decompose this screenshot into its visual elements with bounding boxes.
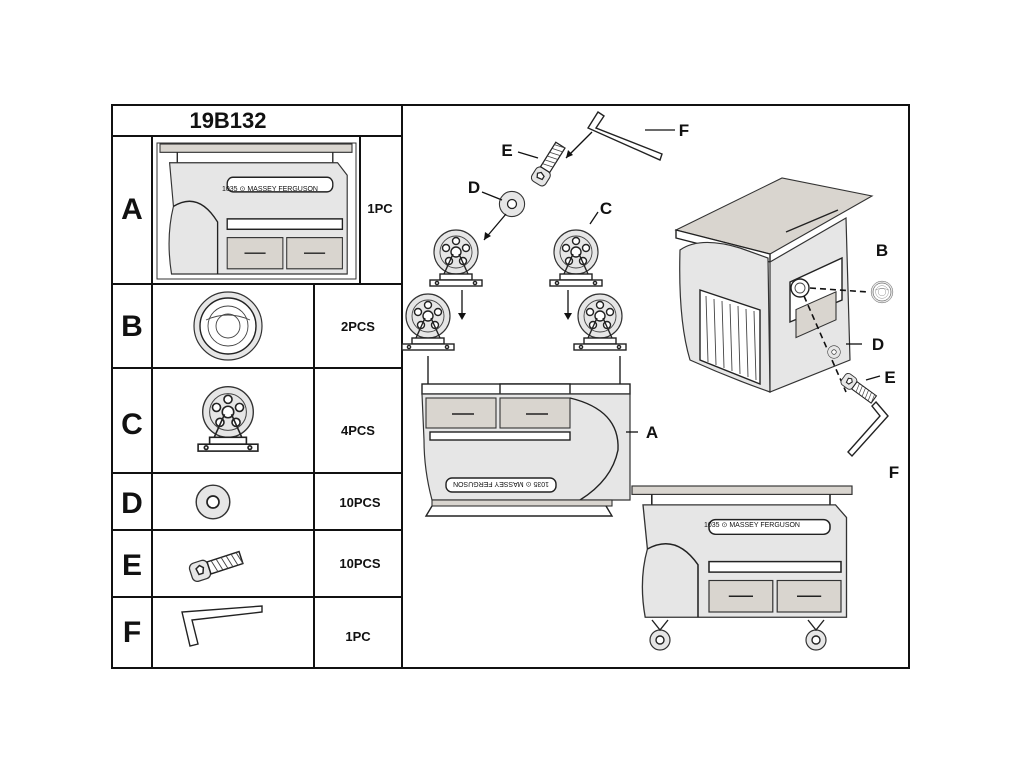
console-table-icon: 1035 ⊙ MASSEY FERGUSON xyxy=(156,142,357,280)
part-letter-b: B xyxy=(121,310,143,343)
washer-illustration-right xyxy=(827,345,841,359)
callout-right-f: F xyxy=(889,463,899,482)
part-qty-d: 10PCS xyxy=(339,495,381,510)
model-code: 19B132 xyxy=(189,108,266,133)
part-qty-f: 1PC xyxy=(345,629,371,644)
part-letter-f: F xyxy=(123,616,141,649)
part-qty-c: 4PCS xyxy=(341,423,375,438)
parts-list: A 1035 ⊙ MASSEY FERGUSON 1PC B 2PCS C 4P… xyxy=(121,142,393,649)
callout-right-d: D xyxy=(872,335,884,354)
headlight-cap-icon xyxy=(193,291,263,361)
nameplate-inverted: 1035 ⊙ MASSEY FERGUSON xyxy=(453,480,549,487)
caster-illustration-4 xyxy=(573,293,627,351)
callout-right-e: E xyxy=(884,368,895,387)
headlight-cap-illustration xyxy=(870,280,894,304)
part-qty-a: 1PC xyxy=(367,201,393,216)
isometric-console-illustration xyxy=(674,177,874,393)
washer-illustration xyxy=(498,190,526,218)
part-letter-c: C xyxy=(121,408,143,441)
assembly-diagram: F E D C xyxy=(401,111,899,651)
part-qty-b: 2PCS xyxy=(341,319,375,334)
allen-key-illustration-right xyxy=(847,400,889,458)
part-letter-a: A xyxy=(121,193,143,226)
callout-top-e: E xyxy=(501,141,512,160)
washer-icon xyxy=(195,484,231,520)
assembled-console-illustration: 1035 ⊙ MASSEY FERGUSON xyxy=(631,485,853,651)
part-letter-e: E xyxy=(122,549,142,582)
callout-top-f: F xyxy=(679,121,689,140)
bolt-icon xyxy=(187,547,245,584)
part-letter-d: D xyxy=(121,487,143,520)
caster-illustration-1 xyxy=(429,229,483,287)
callout-top-c: C xyxy=(600,199,612,218)
caster-illustration-3 xyxy=(549,229,603,287)
bolt-illustration xyxy=(529,140,568,189)
allen-key-icon xyxy=(181,605,263,647)
inverted-console-illustration: 1035 ⊙ MASSEY FERGUSON xyxy=(421,383,631,517)
callout-top-d: D xyxy=(468,178,480,197)
callout-body-a: A xyxy=(646,423,658,442)
nameplate-assembled: 1035 ⊙ MASSEY FERGUSON xyxy=(704,522,800,529)
nameplate-parts-list: 1035 ⊙ MASSEY FERGUSON xyxy=(222,186,318,193)
caster-illustration-2 xyxy=(401,293,455,351)
callout-right-b: B xyxy=(876,241,888,260)
caster-wheel-icon xyxy=(197,385,259,452)
allen-key-illustration xyxy=(586,111,663,161)
sheet-frame xyxy=(111,104,910,669)
part-qty-e: 10PCS xyxy=(339,556,381,571)
